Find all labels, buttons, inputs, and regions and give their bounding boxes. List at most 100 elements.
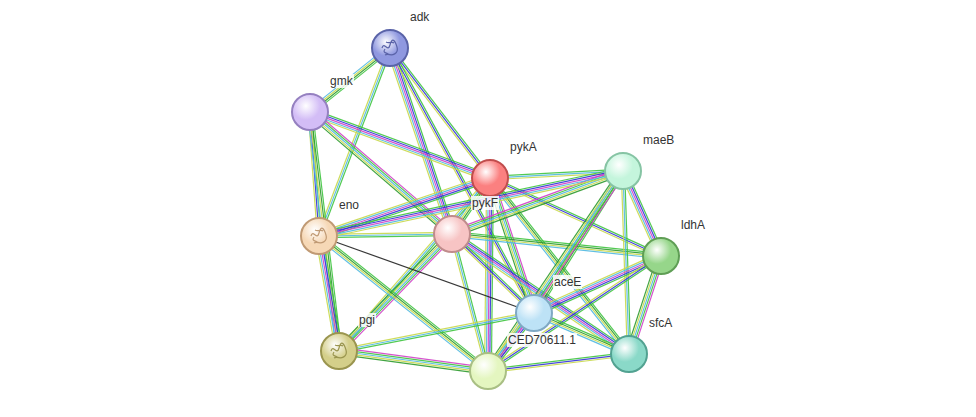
node-label: gmk — [329, 74, 354, 88]
node-label: aceE — [553, 275, 582, 289]
node-circle — [371, 29, 409, 67]
interaction-edge — [627, 185, 657, 242]
structure-icon — [302, 219, 336, 253]
evidence-line — [324, 122, 440, 222]
protein-node: sfcA — [610, 335, 648, 373]
evidence-line — [550, 265, 646, 308]
interaction-edge — [622, 188, 630, 337]
node-label: ldhA — [680, 218, 706, 232]
label-holder: pykF — [471, 193, 499, 211]
label-holder: CED70611.1 — [507, 330, 577, 348]
interaction-edge — [355, 315, 517, 350]
node-circle — [291, 93, 329, 131]
evidence-line — [356, 318, 518, 349]
interaction-edge — [548, 260, 647, 309]
interaction-edge — [455, 250, 486, 355]
label-holder: gmk — [329, 71, 354, 89]
evidence-line — [322, 124, 438, 224]
evidence-line — [627, 188, 651, 242]
evidence-line — [631, 186, 655, 240]
interaction-edge — [469, 233, 645, 257]
label-holder: eno — [338, 195, 360, 213]
evidence-line — [319, 253, 333, 335]
protein-node: ldhA — [642, 237, 680, 275]
evidence-line — [499, 186, 615, 358]
node-circle — [610, 335, 648, 373]
evidence-line — [505, 354, 612, 367]
evidence-line — [356, 316, 518, 347]
evidence-line — [348, 244, 437, 337]
protein-node: CED70611.1 — [469, 352, 507, 390]
evidence-line — [469, 235, 644, 253]
node-circle — [469, 352, 507, 390]
node-circle — [320, 332, 358, 370]
node-label: pykF — [471, 196, 499, 210]
evidence-line — [336, 178, 607, 236]
interaction-edge — [355, 350, 471, 372]
evidence-line — [325, 64, 384, 220]
node-circle — [515, 294, 553, 332]
evidence-line — [628, 187, 652, 241]
interaction-edge — [505, 354, 613, 370]
node-label: pgi — [358, 313, 376, 327]
node-circle — [471, 159, 509, 197]
evidence-line — [633, 185, 657, 239]
evidence-line — [458, 250, 485, 354]
evidence-line — [455, 251, 482, 355]
evidence-line — [505, 356, 612, 369]
interaction-edge — [463, 245, 523, 303]
evidence-line — [469, 233, 644, 251]
label-holder: ldhA — [680, 215, 706, 233]
evidence-line — [336, 234, 435, 235]
label-holder: sfcA — [648, 313, 673, 331]
evidence-line — [500, 187, 616, 359]
evidence-line — [469, 237, 644, 255]
protein-node: gmk — [291, 93, 329, 131]
protein-node: pykF — [433, 215, 471, 253]
evidence-line — [355, 315, 517, 346]
evidence-line — [496, 184, 612, 356]
evidence-line — [336, 236, 435, 237]
node-circle — [300, 217, 338, 255]
evidence-line — [463, 247, 521, 302]
evidence-line — [469, 238, 644, 256]
node-circle — [642, 237, 680, 275]
protein-node: aceE — [515, 294, 553, 332]
evidence-line — [465, 245, 614, 346]
protein-node: eno — [300, 217, 338, 255]
evidence-line — [323, 63, 382, 219]
interaction-edge — [319, 252, 340, 335]
node-label: eno — [338, 198, 360, 212]
evidence-line — [495, 183, 611, 355]
evidence-line — [322, 253, 336, 335]
evidence-line — [464, 246, 613, 347]
protein-node: adk — [371, 29, 409, 67]
evidence-line — [399, 63, 478, 166]
interaction-edge — [323, 63, 385, 220]
evidence-line — [622, 188, 627, 337]
label-holder: aceE — [553, 272, 582, 290]
interaction-edge — [325, 115, 475, 176]
evidence-line — [323, 58, 376, 101]
evidence-line — [324, 59, 377, 102]
evidence-line — [398, 63, 526, 298]
evidence-line — [356, 353, 471, 368]
evidence-line — [356, 355, 471, 370]
protein-node: pykA — [471, 159, 509, 197]
node-label: sfcA — [648, 316, 673, 330]
evidence-line — [355, 357, 470, 372]
evidence-line — [327, 65, 386, 221]
evidence-line — [456, 250, 483, 354]
node-label: CED70611.1 — [507, 333, 577, 347]
label-holder: adk — [409, 7, 430, 25]
node-label: pykA — [509, 140, 538, 154]
protein-node: maeB — [604, 152, 642, 190]
interaction-edge — [336, 233, 435, 238]
node-circle — [433, 215, 471, 253]
evidence-line — [464, 246, 522, 301]
node-circle — [604, 152, 642, 190]
node-label: maeB — [642, 133, 675, 147]
structure-icon — [322, 334, 356, 368]
label-holder: maeB — [642, 130, 675, 148]
